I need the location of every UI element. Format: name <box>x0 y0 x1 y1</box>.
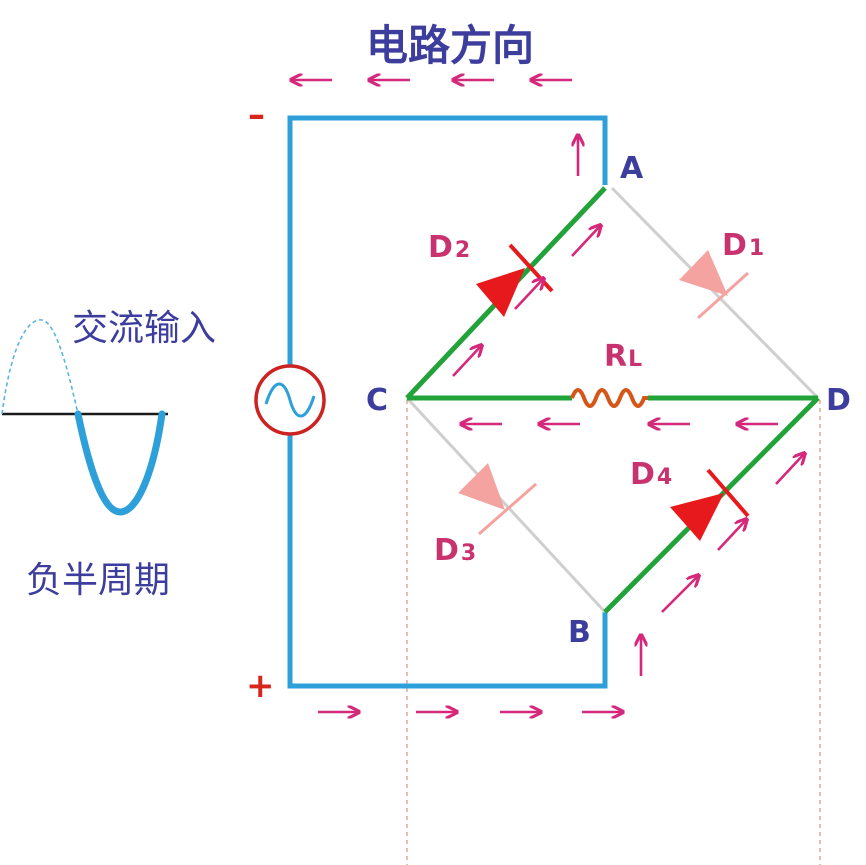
inactive-branches <box>405 186 820 614</box>
load-resistor <box>570 388 648 408</box>
negative-sign: – <box>248 95 265 135</box>
ac-source-symbol <box>254 364 326 436</box>
current-arrows <box>292 80 804 712</box>
diode-d3-label: D3 <box>434 533 476 568</box>
arrow-ca-3 <box>571 226 600 257</box>
guide-lines <box>406 400 821 865</box>
node-b-label: B <box>568 615 591 650</box>
diode-d1-inactive <box>679 250 750 320</box>
arrow-ca-1 <box>452 346 481 377</box>
diode-d2-label: D2 <box>428 230 470 265</box>
arrow-bd-1 <box>661 576 698 613</box>
node-c-label: C <box>366 383 388 418</box>
diagram-title: 电路方向 <box>366 21 534 70</box>
ac-input-label: 交流输入 <box>72 308 216 349</box>
resistor-label: RL <box>604 339 642 374</box>
diode-d3-inactive <box>458 463 537 536</box>
source-loop <box>287 115 608 689</box>
positive-sign: + <box>246 666 275 706</box>
diode-d4-active <box>670 468 750 541</box>
node-a-label: A <box>620 151 644 186</box>
waveform-graphic <box>1 319 168 516</box>
arrow-ca-2 <box>514 279 543 310</box>
arrow-bd-2 <box>717 520 746 551</box>
node-d-label: D <box>826 383 851 418</box>
arrow-bd-3 <box>775 454 804 485</box>
diode-d4-label: D4 <box>630 457 672 492</box>
diode-d1-label: D1 <box>722 228 764 263</box>
negative-half-cycle-label: 负半周期 <box>26 560 170 601</box>
